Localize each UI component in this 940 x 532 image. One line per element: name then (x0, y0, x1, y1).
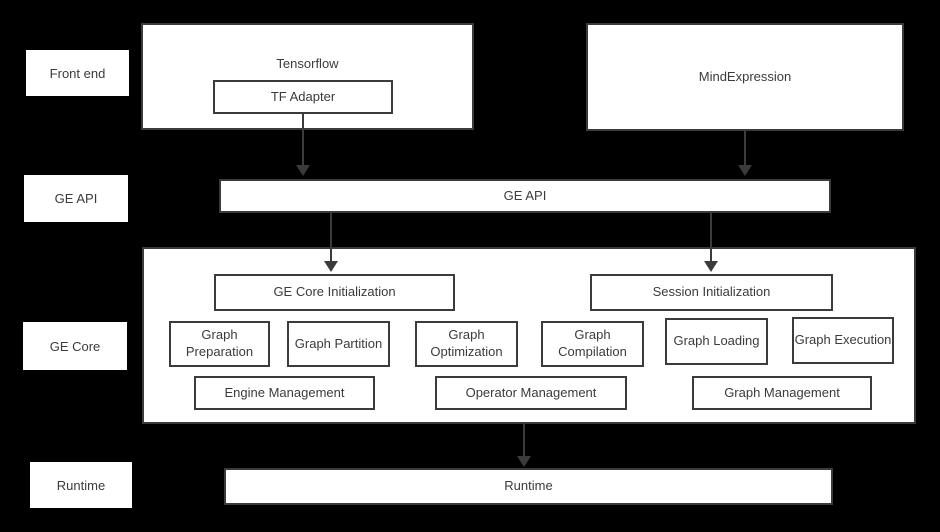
ge-api-bar-label: GE API (503, 187, 547, 203)
arrow-shaft (302, 113, 304, 167)
row-label-ge-api: GE API (24, 175, 128, 222)
tf-adapter-box: TF Adapter (213, 80, 393, 114)
arrow-ge-api-to-ge-core-init (324, 213, 338, 272)
ge-core-box: GE Core Initialization Session Initializ… (142, 247, 916, 424)
row-label-runtime: Runtime (30, 462, 132, 508)
runtime-bar: Runtime (224, 468, 833, 505)
graph-management-label: Graph Management (724, 384, 840, 400)
row-label-ge-api-text: GE API (54, 191, 98, 206)
module-box-graph-optimization: Graph Optimization (415, 321, 518, 367)
graph-optimization-label: Graph Optimization (430, 327, 503, 359)
arrow-ge-core-to-runtime (517, 424, 531, 467)
arrow-head-icon (738, 165, 752, 176)
row-label-ge-core: GE Core (23, 322, 127, 370)
module-box-graph-partition: Graph Partition (287, 321, 390, 367)
tensorflow-title: Tensorflow (276, 56, 339, 71)
row-label-front-end: Front end (26, 50, 129, 96)
arrow-ge-api-to-session-init (704, 213, 718, 272)
arrow-head-icon (296, 165, 310, 176)
module-box-operator-management: Operator Management (435, 376, 627, 410)
operator-management-label: Operator Management (465, 384, 597, 400)
graph-preparation-label: Graph Preparation (185, 327, 254, 359)
ge-core-init-label: GE Core Initialization (273, 284, 396, 300)
module-box-graph-preparation: Graph Preparation (169, 321, 270, 367)
engine-management-label: Engine Management (224, 384, 345, 400)
module-box-graph-loading: Graph Loading (665, 318, 768, 365)
arrow-head-icon (324, 261, 338, 272)
ge-api-bar: GE API (219, 179, 831, 213)
mindexpression-label: MindExpression (698, 68, 792, 84)
arrow-shaft (523, 424, 525, 458)
arrow-shaft (330, 213, 332, 263)
arrow-mindexpression-to-ge-api (738, 131, 752, 176)
runtime-bar-label: Runtime (504, 478, 553, 494)
graph-compilation-label: Graph Compilation (558, 327, 627, 359)
module-box-graph-management: Graph Management (692, 376, 872, 410)
tf-adapter-label: TF Adapter (270, 88, 336, 104)
row-label-front-end-text: Front end (49, 65, 106, 81)
ge-core-init-box: GE Core Initialization (214, 274, 455, 311)
graph-partition-label: Graph Partition (294, 335, 383, 351)
module-box-engine-management: Engine Management (194, 376, 375, 410)
arrow-head-icon (517, 456, 531, 467)
session-init-label: Session Initialization (652, 284, 771, 300)
row-label-ge-core-text: GE Core (49, 338, 101, 354)
graph-loading-label: Graph Loading (673, 333, 760, 349)
arrow-head-icon (704, 261, 718, 272)
arrow-shaft (710, 213, 712, 263)
arrow-shaft (744, 131, 746, 167)
graph-execution-label: Graph Execution (794, 332, 892, 348)
arrow-tf-adapter-to-ge-api (296, 113, 310, 176)
module-box-graph-compilation: Graph Compilation (541, 321, 644, 367)
mindexpression-box: MindExpression (586, 23, 904, 131)
session-init-box: Session Initialization (590, 274, 833, 311)
row-label-runtime-text: Runtime (56, 477, 106, 493)
module-box-graph-execution: Graph Execution (792, 317, 894, 364)
